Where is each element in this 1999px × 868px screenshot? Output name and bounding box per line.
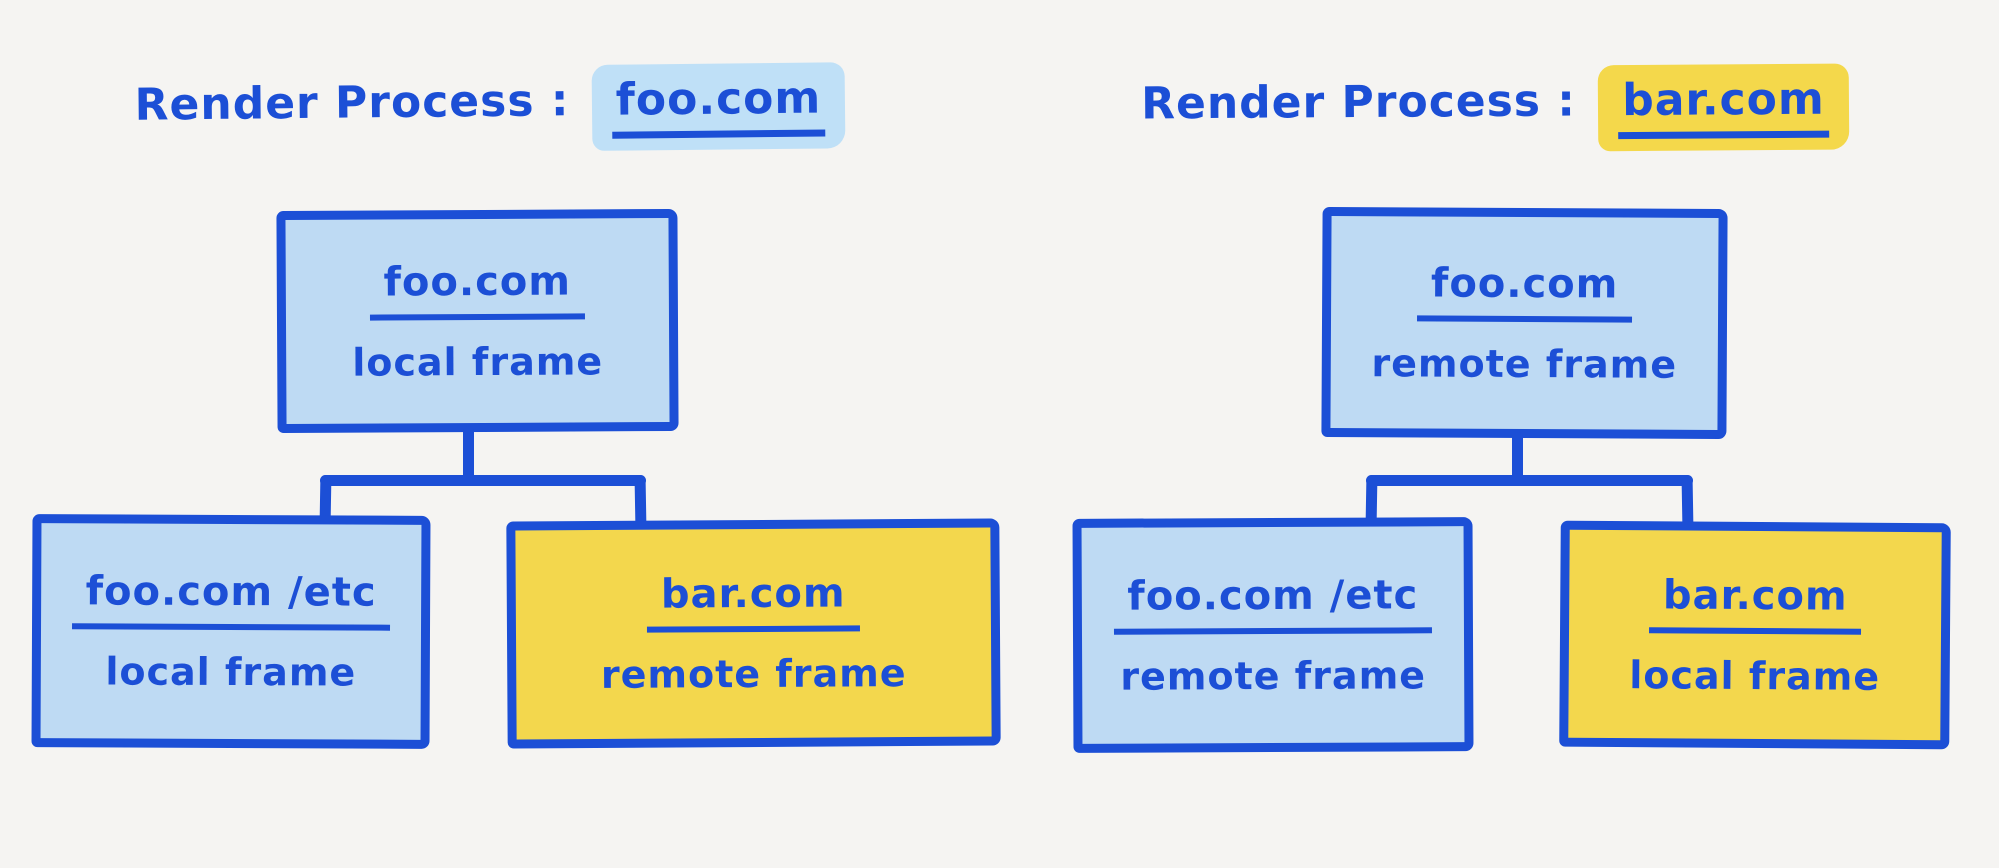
frame-node-type: remote frame xyxy=(600,651,907,697)
process-title-prefix: Render Process : xyxy=(1140,75,1577,130)
frame-node-foo-root-remote: foo.com remote frame xyxy=(1321,206,1728,440)
frame-node-domain: foo.com /etc xyxy=(71,568,391,631)
process-title-domain: foo.com xyxy=(611,72,826,139)
frame-node-domain: foo.com xyxy=(369,257,586,321)
frame-node-foo-etc: foo.com /etc local frame xyxy=(31,514,431,749)
tree-connector-stem xyxy=(1512,432,1523,484)
frame-node-domain: foo.com xyxy=(1416,259,1633,323)
tree-connector-bar xyxy=(320,475,646,486)
frame-node-type: remote frame xyxy=(1120,652,1427,699)
process-title-domain-highlight: foo.com xyxy=(591,62,846,151)
frame-node-type: local frame xyxy=(352,338,604,385)
process-title-prefix: Render Process : xyxy=(134,75,570,131)
frame-node-type: local frame xyxy=(1629,652,1881,699)
frame-node-bar-remote: bar.com remote frame xyxy=(506,518,1001,749)
process-title-domain: bar.com xyxy=(1618,73,1830,140)
tree-connector-stem xyxy=(463,426,474,484)
process-title-domain-highlight: bar.com xyxy=(1598,63,1850,152)
tree-connector-bar xyxy=(1366,475,1693,486)
frame-node-foo-etc-remote: foo.com /etc remote frame xyxy=(1072,517,1474,753)
frame-node-type: local frame xyxy=(105,649,357,695)
frame-node-domain: bar.com xyxy=(1648,571,1862,635)
frame-node-domain: foo.com /etc xyxy=(1113,571,1433,635)
frame-node-foo-root: foo.com local frame xyxy=(276,208,679,434)
frame-node-domain: bar.com xyxy=(646,570,860,633)
frame-node-bar-local: bar.com local frame xyxy=(1559,520,1951,750)
process-title-foo: Render Process : foo.com xyxy=(130,62,851,156)
process-title-bar: Render Process : bar.com xyxy=(1135,63,1856,154)
frame-node-type: remote frame xyxy=(1371,340,1678,387)
